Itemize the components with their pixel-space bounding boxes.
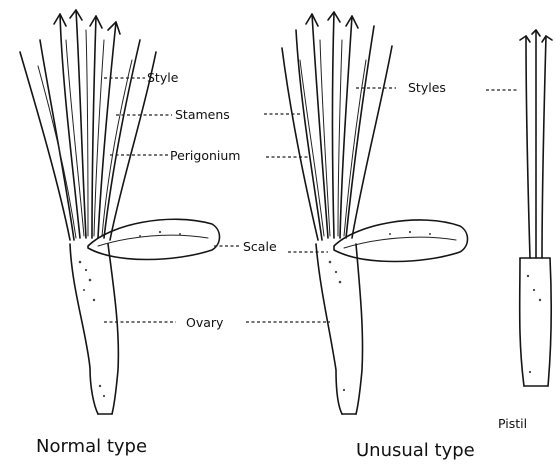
pistil-drawing	[486, 30, 552, 386]
unusual-type-flower	[282, 12, 468, 414]
label-style: Style	[147, 70, 179, 85]
label-styles: Styles	[408, 80, 446, 95]
label-pistil: Pistil	[498, 416, 527, 431]
caption-normal-type: Normal type	[36, 436, 147, 457]
label-perigonium: Perigonium	[170, 148, 240, 163]
label-scale: Scale	[243, 239, 277, 254]
caption-unusual-type: Unusual type	[356, 440, 475, 461]
label-stamens: Stamens	[175, 107, 230, 122]
label-ovary: Ovary	[186, 315, 224, 330]
